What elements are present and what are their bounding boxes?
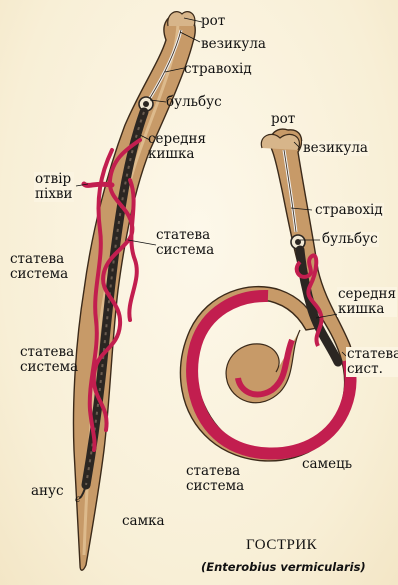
- label-female-midgut: середня кишка: [148, 132, 206, 162]
- anus-marker: е: [75, 492, 81, 507]
- label-female-esophagus: стравохід: [184, 62, 252, 77]
- label-female-reproductive-system-1: статева система: [156, 228, 214, 258]
- label-female-reproductive-system-3: статева система: [20, 345, 78, 375]
- label-male-bulb: бульбус: [321, 232, 379, 247]
- diagram-latin-name: (Enterobius vermicularis): [201, 560, 366, 574]
- label-male-midgut: середня кишка: [337, 287, 397, 317]
- label-female-anus: анус: [31, 484, 64, 499]
- label-male-mouth: рот: [271, 112, 295, 127]
- label-female-mouth: рот: [201, 14, 225, 29]
- label-female-bulb: бульбус: [166, 95, 222, 110]
- label-female-vaginal-opening: отвір піхви: [34, 172, 74, 202]
- label-male-reproductive-system: статева система: [186, 464, 244, 494]
- label-female-vesicle: везикула: [201, 37, 266, 52]
- label-male-vesicle: везикула: [302, 141, 369, 156]
- label-female-reproductive-system-2: статева система: [10, 252, 68, 282]
- diagram-title: ГОСТРИК: [246, 537, 317, 554]
- label-male-esophagus: стравохід: [314, 203, 384, 218]
- caption-male: самець: [302, 457, 352, 472]
- label-male-reproductive-sys: статева сист.: [346, 347, 398, 377]
- caption-female: самка: [122, 514, 165, 529]
- female-head-lobes: [168, 12, 195, 26]
- male-worm: [180, 129, 354, 461]
